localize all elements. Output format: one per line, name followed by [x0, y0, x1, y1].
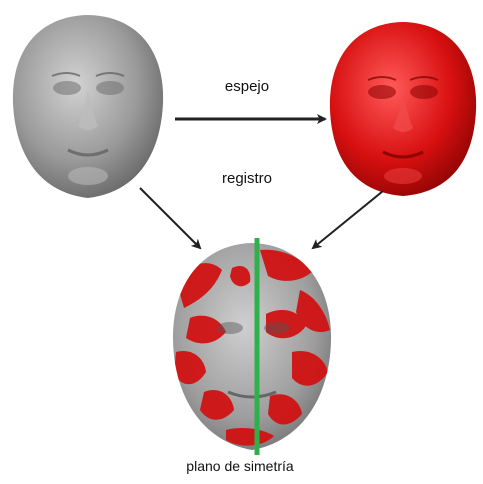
mirrored-face-icon [330, 22, 476, 196]
original-face-icon [13, 15, 163, 198]
registration-arrow-left [140, 188, 200, 248]
mirror-label: espejo [212, 78, 282, 95]
registration-arrow-right [313, 191, 383, 248]
registration-label: registro [212, 170, 282, 187]
symmetry-plane-label: plano de simetría [150, 458, 330, 474]
merged-face-icon [173, 243, 331, 450]
